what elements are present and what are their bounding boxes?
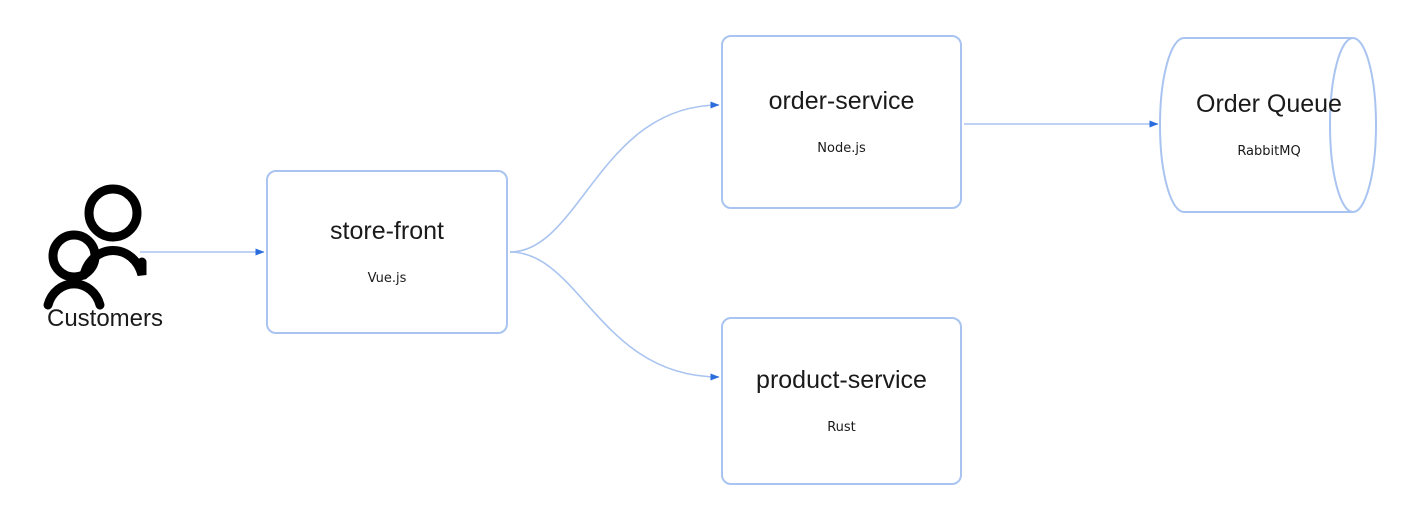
node-order-queue[interactable]: Order Queue RabbitMQ <box>1158 36 1380 214</box>
node-store-front-title: store-front <box>330 216 444 245</box>
node-order-service[interactable]: order-service Node.js <box>721 35 962 209</box>
two-people-icon <box>43 184 147 310</box>
node-order-service-title: order-service <box>768 86 915 115</box>
edge-store-front-to-product-service <box>509 251 720 381</box>
node-store-front[interactable]: store-front Vue.js <box>266 170 508 334</box>
node-store-front-subtitle: Vue.js <box>367 271 407 287</box>
node-product-service-subtitle: Rust <box>827 420 856 436</box>
customers-actor-label: Customers <box>46 305 164 332</box>
node-product-service[interactable]: product-service Rust <box>721 317 962 485</box>
node-product-service-title: product-service <box>756 365 927 394</box>
node-order-service-subtitle: Node.js <box>817 141 866 157</box>
cylinder-shape <box>1159 37 1377 213</box>
edge-store-front-to-order-service <box>509 101 720 253</box>
